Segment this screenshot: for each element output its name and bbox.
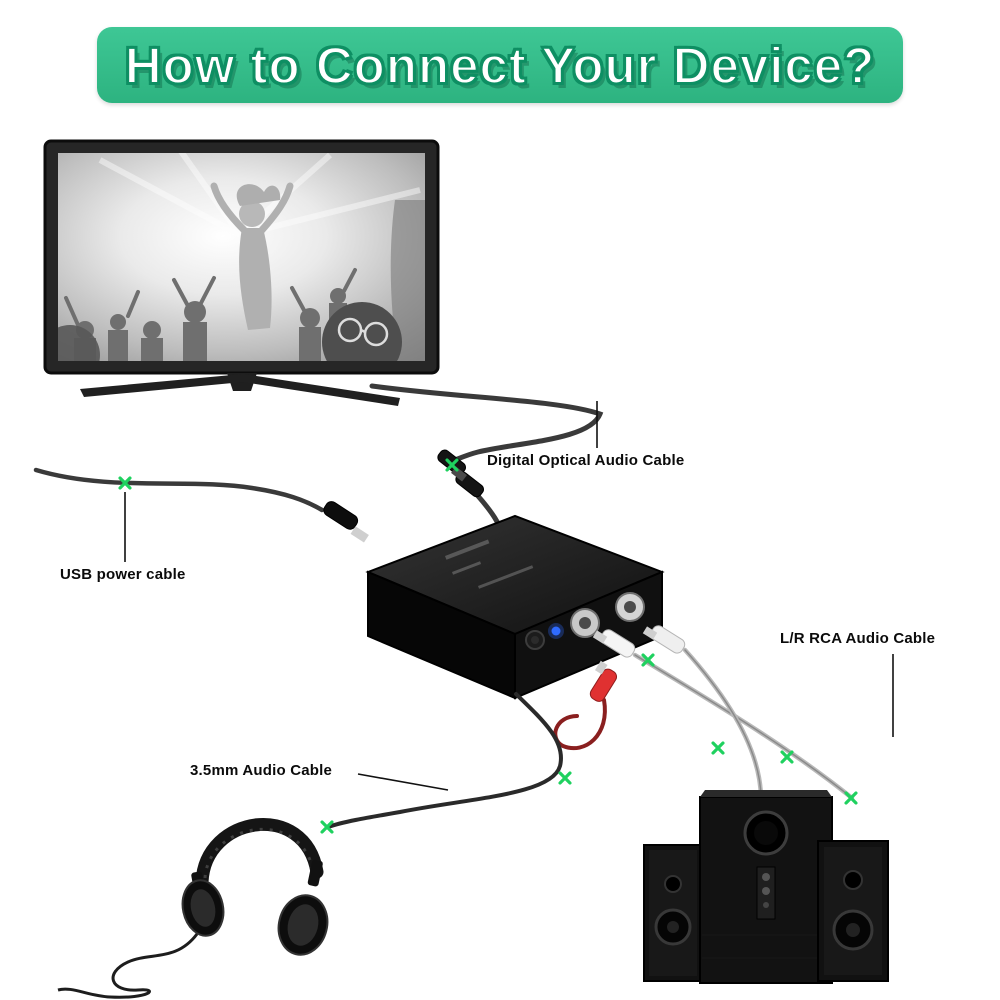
- rca-socket-right: [615, 592, 645, 622]
- headphone-cord: [57, 933, 199, 999]
- ear-cup-left: [181, 879, 225, 937]
- label-leader-lines: [124, 401, 894, 791]
- volume-knob: [525, 630, 545, 650]
- sunglasses-silhouette: [337, 317, 389, 347]
- title-banner: How to Connect Your Device?: [97, 27, 903, 103]
- subwoofer: [699, 790, 833, 984]
- rca-plug-red: [553, 660, 618, 751]
- rca-plug-white-2: [642, 625, 686, 654]
- green-sparkle-icon: [445, 458, 459, 472]
- rca-plug-white-1: [592, 629, 636, 658]
- page-title: How to Connect Your Device?: [124, 36, 876, 95]
- headband: [195, 818, 324, 889]
- label-usb-power-cable: USB power cable: [60, 566, 186, 583]
- label-rca-audio-cable: L/R RCA Audio Cable: [780, 630, 936, 647]
- satellite-right: [817, 840, 889, 982]
- label-optical-cable: Digital Optical Audio Cable: [487, 452, 685, 469]
- tv-illustration: [43, 139, 440, 406]
- leader-aux: [357, 773, 449, 791]
- dc-plug: [323, 501, 369, 543]
- green-sparkle-icon: [711, 741, 725, 755]
- green-sparkle-icon: [641, 653, 655, 667]
- usb-cable: [33, 467, 369, 543]
- label-aux-audio-cable: 3.5mm Audio Cable: [190, 762, 333, 779]
- green-sparkle-icon: [118, 476, 132, 490]
- cable-highlight-icons: [118, 458, 858, 834]
- rca-cable-left: [632, 652, 855, 801]
- dancer-silhouette: [210, 182, 294, 330]
- rca-socket-left: [570, 608, 600, 638]
- tv-screen-content: [58, 153, 425, 361]
- green-sparkle-icon: [558, 771, 572, 785]
- tv-stand: [80, 373, 400, 406]
- headphones-illustration: [57, 818, 329, 999]
- power-led: [548, 623, 564, 639]
- speakers-illustration: [643, 790, 889, 984]
- rca-cable-right: [682, 647, 764, 800]
- converter-illustration: [365, 514, 665, 700]
- green-sparkle-icon: [844, 791, 858, 805]
- ear-cup-right: [277, 894, 329, 956]
- satellite-left: [643, 844, 703, 982]
- green-sparkle-icon: [320, 820, 334, 834]
- converter-side-face: [367, 570, 516, 700]
- aux-cable: [326, 692, 564, 829]
- green-sparkle-icon: [780, 750, 794, 764]
